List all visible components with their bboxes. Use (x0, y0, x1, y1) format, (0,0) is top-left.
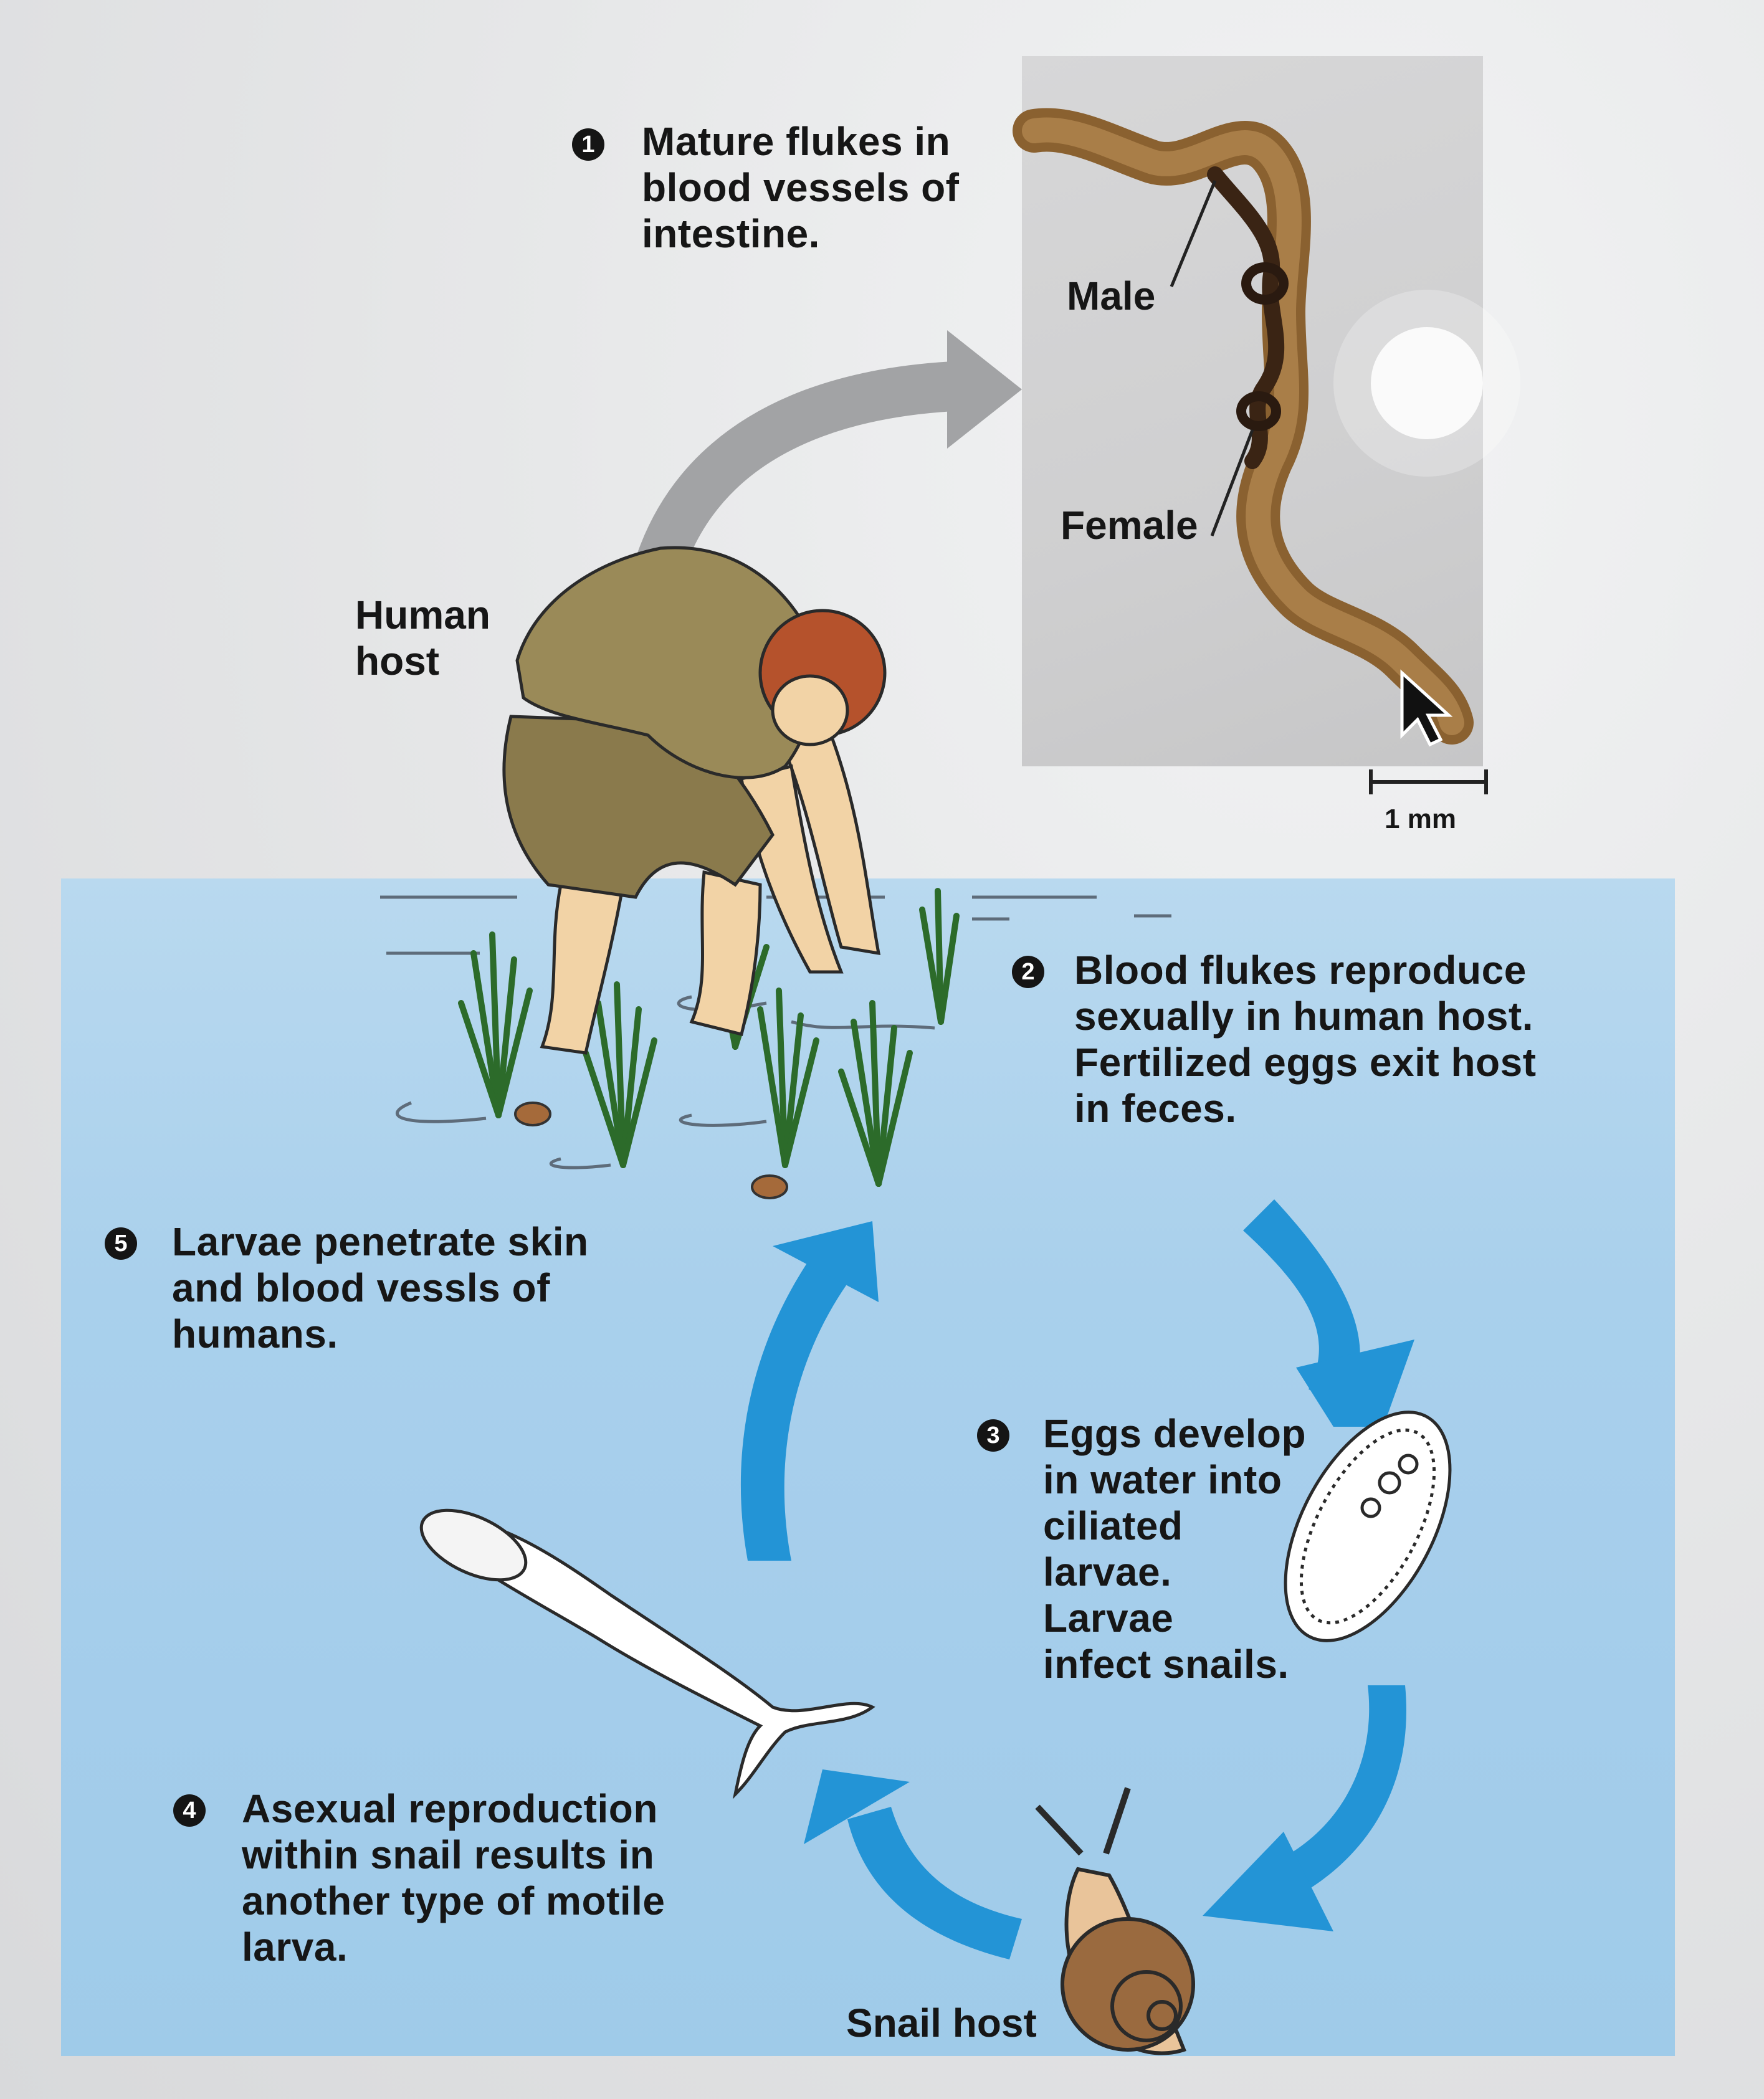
step-3-text: Eggs develop in water into ciliated larv… (1043, 1411, 1306, 1687)
male-label: Male (1067, 274, 1156, 318)
step-5-line: Larvae penetrate skin (172, 1219, 589, 1264)
scale-bar (1369, 769, 1488, 794)
step-2-text: Blood flukes reproduce sexually in human… (1074, 947, 1537, 1131)
step-4-line: within snail results in (242, 1832, 655, 1877)
step-2-line: sexually in human host. (1074, 994, 1533, 1039)
step-2-badge: 2 (1012, 956, 1044, 988)
step-2-line: Fertilized eggs exit host (1074, 1040, 1537, 1085)
step-4-line: larva. (242, 1925, 348, 1969)
step-5-line: humans. (172, 1311, 338, 1356)
female-label: Female (1061, 503, 1198, 548)
water-surface-lines (380, 895, 1171, 1169)
photo-glare (1371, 327, 1483, 439)
human-host-line: host (355, 639, 440, 683)
step-2-line: in feces. (1074, 1086, 1237, 1131)
snail-host-figure (1035, 1787, 1195, 2055)
step-2-line: Blood flukes reproduce (1074, 948, 1527, 992)
step-3-line: in water into (1043, 1457, 1282, 1502)
cursor-arrow-icon (1400, 669, 1453, 747)
step-3-badge: 3 (977, 1419, 1009, 1452)
fluke-worms (1013, 108, 1474, 745)
small-snails (514, 1102, 788, 1199)
step-1-line: intestine. (642, 211, 820, 256)
step-5-text: Larvae penetrate skin and blood vessls o… (172, 1219, 589, 1357)
step-3-line: infect snails. (1043, 1642, 1289, 1687)
step-1-line: Mature flukes in (642, 119, 951, 164)
human-host-figure (502, 546, 887, 1055)
step-4-line: Asexual reproduction (242, 1786, 658, 1831)
step-4-line: another type of motile (242, 1878, 665, 1923)
step-3-line: ciliated (1043, 1503, 1183, 1548)
scale-bar-label: 1 mm (1385, 804, 1456, 834)
cercaria-larva (419, 1508, 875, 1799)
step-3-line: Larvae (1043, 1596, 1174, 1640)
step-1-line: blood vessels of (642, 165, 960, 210)
step-5-line: and blood vessls of (172, 1265, 550, 1310)
step-5-badge: 5 (105, 1227, 137, 1260)
snail-host-label: Snail host (846, 2001, 1037, 2045)
human-host-label: Human host (355, 592, 490, 684)
ciliated-larva (1284, 1411, 1452, 1642)
step-3-line: Eggs develop (1043, 1411, 1307, 1456)
step-4-text: Asexual reproduction within snail result… (242, 1786, 665, 1970)
step-1-badge: 1 (572, 128, 604, 161)
step-1-text: Mature flukes in blood vessels of intest… (642, 118, 959, 257)
step-4-badge: 4 (173, 1794, 206, 1827)
step-3-line: larvae. (1043, 1549, 1172, 1594)
cycle-arrows (740, 1199, 1414, 1959)
human-host-line: Human (355, 593, 490, 637)
